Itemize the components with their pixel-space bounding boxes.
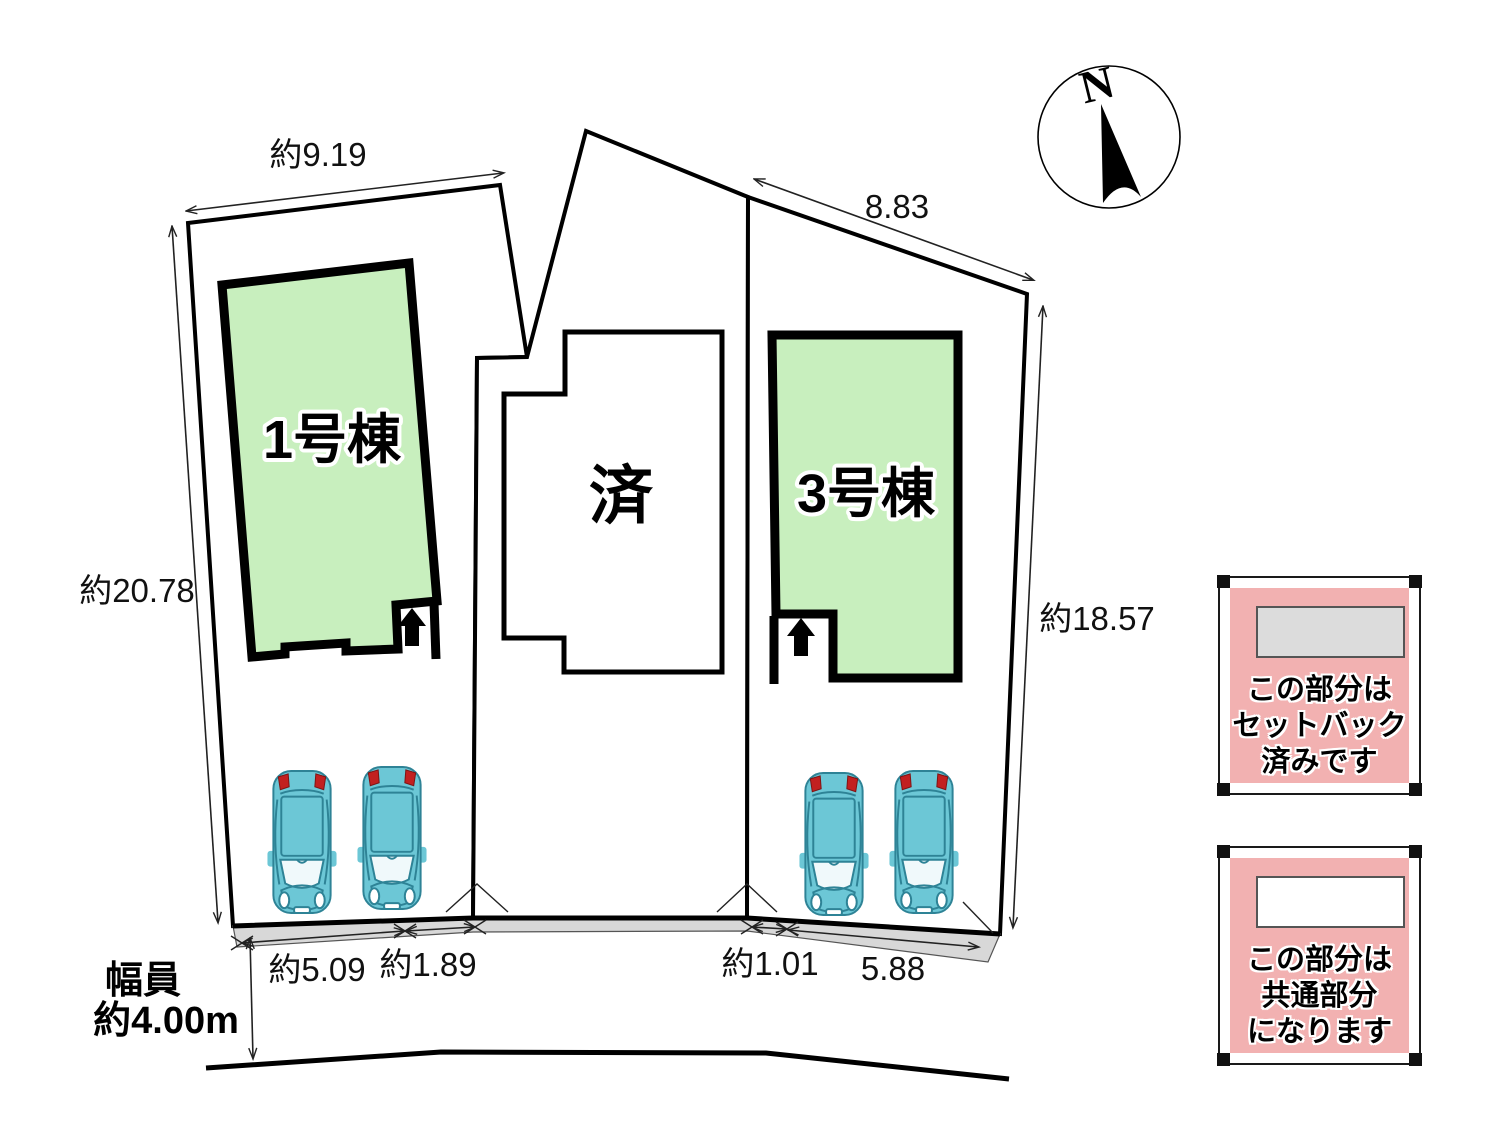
dim-label-lot3-frontage: 8.83 [865, 188, 929, 225]
dim-line-frontage-seg1 [242, 931, 404, 943]
legend-setback-text: この部分は セットバック 済みです [1230, 672, 1409, 780]
car-icon [356, 765, 428, 911]
corner-handle [1409, 575, 1422, 588]
car-icon [266, 769, 338, 915]
car-icon [798, 771, 870, 917]
dim-line-lot1-depth [172, 226, 218, 922]
corner-handle [1217, 783, 1230, 796]
building-sold-label: 済 [589, 460, 654, 532]
boundary-caret-mark [716, 883, 778, 913]
legend-text-line: この部分は [1246, 944, 1392, 976]
dim-line-frontage-seg2 [406, 927, 474, 931]
dim-line-lot3-frontage [754, 178, 1033, 280]
dim-label-frontage-seg3: 約1.01 [721, 945, 818, 982]
north-compass: N [1037, 56, 1181, 209]
legend-common-text: この部分は 共通部分 になります [1230, 942, 1409, 1050]
legend-text-line: になります [1246, 1016, 1392, 1048]
building-1-label: 1号棟 [263, 410, 402, 470]
building-1-wall-tail [429, 602, 441, 660]
legend-text-line: 済みです [1261, 746, 1378, 778]
corner-handle [1217, 575, 1230, 588]
dim-label-lot1-depth: 約20.78 [79, 572, 195, 609]
opposite-road-edge-line [205, 1049, 1010, 1082]
legend-text-line: この部分は [1246, 674, 1392, 706]
dim-label-frontage-seg2: 約1.89 [379, 946, 476, 983]
legend-setback-swatch [1256, 606, 1405, 658]
boundary-corner-mark [962, 901, 994, 934]
legend-common-box: この部分は 共通部分 になります [1217, 845, 1422, 1066]
car-icon [888, 769, 960, 915]
road-width-value: 約4.00m [93, 1000, 239, 1042]
junction-x-marks [230, 919, 799, 951]
building-1 [217, 257, 442, 662]
legend-text-line: 共通部分 [1261, 980, 1378, 1012]
legend-common-panel: この部分は 共通部分 になります [1230, 858, 1409, 1053]
road-edge-line [232, 915, 1001, 937]
dim-label-frontage-seg4: 5.88 [861, 950, 925, 987]
dim-line-lot3-depth [1013, 306, 1043, 927]
corner-handle [1409, 1053, 1422, 1066]
corner-handle [1217, 1053, 1230, 1066]
dim-label-lot3-depth: 約18.57 [1039, 600, 1155, 637]
dim-label-lot1-frontage: 約9.19 [269, 136, 366, 173]
corner-handle [1409, 783, 1422, 796]
legend-common-swatch [1256, 876, 1405, 928]
dim-line-frontage-seg3 [752, 927, 786, 929]
building-3-entrance-arrow-icon [787, 618, 815, 656]
road-width-label: 幅員 [105, 960, 181, 1002]
dim-line-lot1-frontage [186, 173, 503, 211]
building-1-entrance-arrow-icon [398, 608, 426, 646]
boundary-caret-mark [445, 883, 509, 913]
legend-setback-panel: この部分は セットバック 済みです [1230, 588, 1409, 783]
building-3-label: 3号棟 [797, 464, 936, 524]
legend-text-line: セットバック [1232, 710, 1407, 742]
dim-line-road-width [250, 938, 253, 1058]
legend-setback-box: この部分は セットバック 済みです [1217, 575, 1422, 796]
building-3 [767, 330, 963, 683]
compass-needle-icon [1101, 104, 1141, 203]
dim-line-frontage-seg4 [788, 930, 978, 947]
corner-handle [1409, 845, 1422, 858]
corner-handle [1217, 845, 1230, 858]
dim-label-frontage-seg1: 約5.09 [268, 951, 365, 988]
building-sold [501, 329, 725, 675]
